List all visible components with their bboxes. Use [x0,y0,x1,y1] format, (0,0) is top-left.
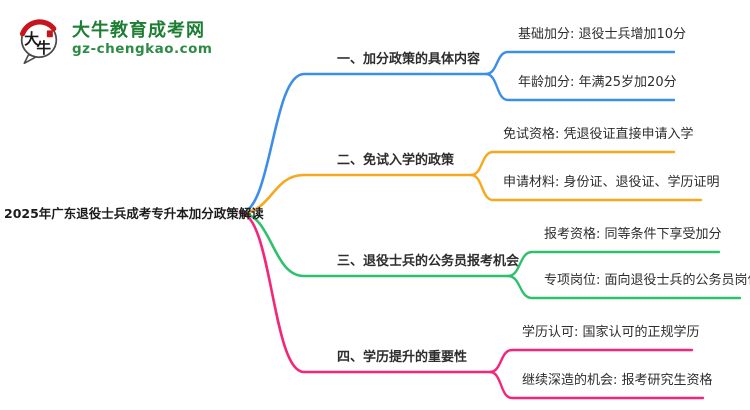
branch-node-3: 三、退役士兵的公务员报考机会 [337,254,520,269]
leaf-node-1-1: 基础加分: 退役士兵增加10分 [518,27,687,42]
leaf-node-3-2: 专项岗位: 面向退役士兵的公务员岗位 [544,273,750,288]
branch-2-fork-lower-line [469,173,703,202]
leaf-node-1-2: 年龄加分: 年满25岁加20分 [518,75,677,90]
leaf-node-4-2: 继续深造的机会: 报考研究生资格 [522,373,713,388]
branch-2-trunk-line [238,173,473,215]
branch-4-fork-upper-line [488,348,694,374]
site-logo: 大 牛 大牛教育成考网 gz-chengkao.com [13,11,213,67]
root-node: 2025年广东退役士兵成考专升本加分政策解读 [4,206,264,221]
branch-1-fork-lower-line [484,72,676,102]
branch-4-fork-lower-line [488,370,705,400]
branch-3-trunk-line [238,211,510,278]
logo-text-block: 大牛教育成考网 gz-chengkao.com [72,19,213,57]
leaf-node-3-1: 报考资格: 同等条件下享受加分 [544,227,722,242]
logo-site-url: gz-chengkao.com [72,40,213,57]
daniu-logo-icon: 大 牛 [19,19,58,65]
branch-node-2: 二、免试入学的政策 [337,153,455,168]
branch-2-fork-upper-line [469,150,676,177]
branch-4-trunk-line [238,211,492,374]
branch-node-4: 四、学历提升的重要性 [337,350,468,365]
branch-1-trunk-line [238,72,488,215]
leaf-node-2-2: 申请材料: 身份证、退役证、学历证明 [503,175,720,190]
branch-3-fork-upper-line [506,250,721,278]
leaf-node-4-1: 学历认可: 国家认可的正规学历 [522,325,700,340]
logo-bubble-tail [23,53,37,65]
logo-char-da: 大 [24,30,39,48]
logo-red-cap-arc [19,19,57,37]
branch-1-fork-upper-line [484,50,676,76]
logo-char-niu: 牛 [36,39,51,57]
branch-node-1: 一、加分政策的具体内容 [337,52,481,67]
logo-site-name: 大牛教育成考网 [72,19,205,41]
branch-3-fork-lower-line [506,274,742,300]
logo-red-seal [46,30,53,38]
leaf-node-2-1: 免试资格: 凭退役证直接申请入学 [503,127,694,142]
